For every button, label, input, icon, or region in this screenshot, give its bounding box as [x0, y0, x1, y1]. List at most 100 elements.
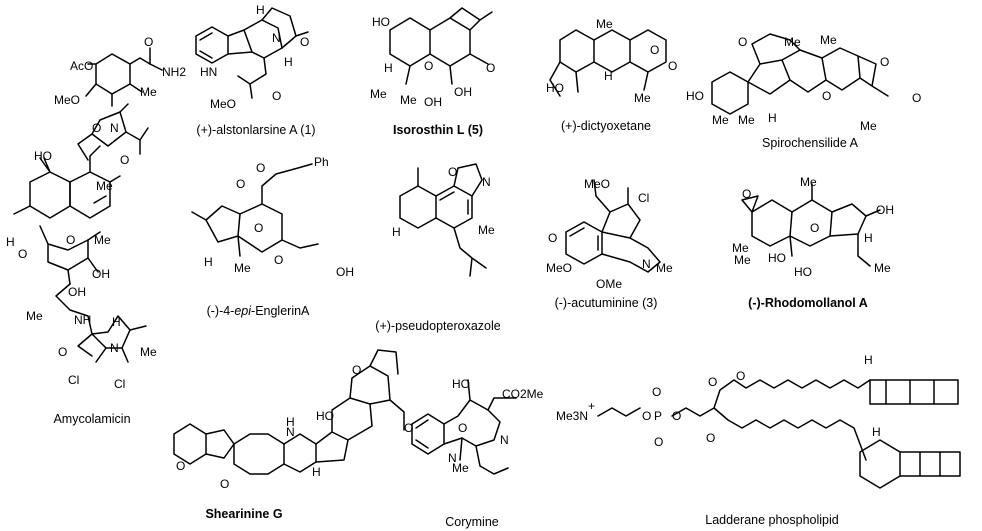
shearinine-atom-h2: H: [312, 465, 321, 479]
amycolamicin-atom-n2: N: [110, 341, 119, 355]
spirochensilide-atom-h: H: [768, 111, 777, 125]
isorosthin-atom-h: H: [384, 61, 393, 75]
acutuminine-atom-ome: OMe: [596, 277, 622, 291]
englerin-atom-oh: OH: [336, 265, 354, 279]
ladderane-atom-h1: H: [864, 353, 873, 367]
amycolamicin-atom-me4: Me: [26, 309, 43, 323]
ladderane-atom-p: P: [654, 409, 662, 423]
corymine-atom-o: O: [458, 421, 467, 435]
ladderane-atom-o6: O: [736, 369, 745, 383]
ladderane-atom-o2: O: [652, 385, 661, 399]
dictyoxetane-atom-me1: Me: [596, 17, 613, 31]
label-rhodomollanol-a: (-)-Rhodomollanol A: [748, 296, 868, 310]
englerin-atom-o3: O: [254, 221, 263, 235]
englerin-atom-ph: Ph: [314, 155, 329, 169]
structure-alstonlarsine-a: H N O HN H MeO O: [195, 3, 309, 111]
spirochensilide-atom-me1: Me: [784, 35, 801, 49]
spirochensilide-atom-o4: O: [912, 91, 921, 105]
ladderane-atom-h2: H: [872, 425, 881, 439]
englerin-atom-h: H: [204, 255, 213, 269]
label-dictyoxetane: (+)-dictyoxetane: [561, 119, 651, 133]
structure-rhodomollanol-a: Me OH O O H Me Me HO HO Me: [732, 175, 894, 279]
acutuminine-atom-meo1: MeO: [584, 177, 610, 191]
label-englerin-a: (-)-4-epi-EnglerinA: [207, 304, 310, 318]
amycolamicin-atom-meo: MeO: [54, 93, 80, 107]
structure-ladderane-phospholipid: Me3N + O O P O O O O O H H: [556, 353, 961, 489]
amycolamicin-atom-me3: Me: [94, 233, 111, 247]
dictyoxetane-atom-me2: Me: [634, 91, 651, 105]
amycolamicin-atom-n1: N: [110, 121, 119, 135]
amycolamicin-atom-ho1: HO: [34, 149, 52, 163]
ladderane-atom-o7: O: [706, 431, 715, 445]
shearinine-atom-o1: O: [176, 459, 185, 473]
dictyoxetane-atom-ho: HO: [546, 81, 564, 95]
amycolamicin-atom-cl2: Cl: [114, 377, 125, 391]
ladderane-atom-plus: +: [588, 399, 595, 413]
isorosthin-atom-oh2: OH: [454, 85, 472, 99]
acutuminine-atom-o: O: [548, 231, 557, 245]
corymine-atom-n2: N: [500, 433, 509, 447]
rhodomollanol-atom-o1: O: [742, 187, 751, 201]
amycolamicin-atom-oh2: OH: [68, 285, 86, 299]
englerin-epi: epi: [234, 304, 252, 318]
amycolamicin-atom-o1: O: [144, 35, 153, 49]
alstonlarsine-atom-o2: O: [272, 89, 281, 103]
rhodomollanol-atom-h: H: [864, 231, 873, 245]
ladderane-atom-me3n: Me3N: [556, 409, 588, 423]
isorosthin-atom-me2: Me: [400, 93, 417, 107]
corymine-atom-co2me: CO2Me: [502, 387, 544, 401]
rhodomollanol-atom-oh1: OH: [876, 203, 894, 217]
alstonlarsine-atom-h1: H: [256, 3, 265, 17]
corymine-atom-me: Me: [452, 461, 469, 475]
spirochensilide-atom-o2: O: [822, 89, 831, 103]
spirochensilide-atom-me2: Me: [820, 33, 837, 47]
structure-dictyoxetane: Me H O HO Me O: [546, 17, 677, 105]
amycolamicin-atom-me5: Me: [140, 345, 157, 359]
rhodomollanol-atom-ho1: HO: [768, 251, 786, 265]
spirochensilide-atom-me4: Me: [738, 113, 755, 127]
spirochensilide-atom-me5: Me: [860, 119, 877, 133]
isorosthin-atom-o1: O: [424, 59, 433, 73]
isorosthin-atom-oh1: OH: [424, 95, 442, 109]
ladderane-atom-o5: O: [708, 375, 717, 389]
rhodomollanol-atom-me1: Me: [800, 175, 817, 189]
amycolamicin-atom-cl1: Cl: [68, 373, 79, 387]
shearinine-atom-h1: H: [286, 415, 295, 429]
rhodomollanol-atom-ho2: HO: [794, 265, 812, 279]
dictyoxetane-atom-o2: O: [668, 59, 677, 73]
corymine-atom-n1: N: [448, 451, 457, 465]
label-pseudopteroxazole: (+)-pseudopteroxazole: [375, 319, 500, 333]
alstonlarsine-atom-meo: MeO: [210, 97, 236, 111]
label-amycolamicin: Amycolamicin: [53, 412, 130, 426]
spirochensilide-atom-o3: O: [880, 55, 889, 69]
structure-corymine: HO CO2Me O N Me N: [411, 377, 544, 475]
amycolamicin-atom-nh2: NH2: [162, 65, 186, 79]
spirochensilide-atom-o1: O: [738, 35, 747, 49]
ladderane-atom-o1: O: [642, 409, 651, 423]
amycolamicin-atom-o6: O: [58, 345, 67, 359]
amycolamicin-atom-me1: Me: [140, 85, 157, 99]
corymine-atom-ho: HO: [452, 377, 470, 391]
spirochensilide-atom-ho: HO: [686, 89, 704, 103]
englerin-atom-o2: O: [256, 161, 265, 175]
label-acutuminine: (-)-acutuminine (3): [555, 296, 658, 310]
acutuminine-atom-me: Me: [656, 261, 673, 275]
rhodomollanol-atom-o2: O: [810, 221, 819, 235]
amycolamicin-atom-aco: AcO: [70, 59, 93, 73]
amycolamicin-atom-o2: O: [92, 121, 101, 135]
structure-isorosthin-l: HO O H O Me Me OH OH: [370, 7, 495, 109]
structure-spirochensilide-a: O Me Me HO Me Me H O O O Me: [686, 33, 921, 133]
structure-shearinine-g: O N H H HO O O O: [173, 349, 413, 491]
pseudopteroxazole-atom-me: Me: [478, 223, 495, 237]
amycolamicin-atom-o5: O: [66, 233, 75, 247]
shearinine-atom-n: N: [286, 425, 295, 439]
acutuminine-atom-meo2: MeO: [546, 261, 572, 275]
pseudopteroxazole-atom-n: N: [482, 175, 491, 189]
dictyoxetane-atom-o1: O: [650, 43, 659, 57]
ladderane-atom-o3: O: [654, 435, 663, 449]
alstonlarsine-atom-n: N: [272, 31, 281, 45]
label-isorosthin-l: Isorosthin L (5): [393, 123, 483, 137]
acutuminine-atom-cl: Cl: [638, 191, 649, 205]
label-alstonlarsine-a: (+)-alstonlarsine A (1): [196, 123, 315, 137]
label-ladderane-phospholipid: Ladderane phospholipid: [705, 513, 838, 527]
